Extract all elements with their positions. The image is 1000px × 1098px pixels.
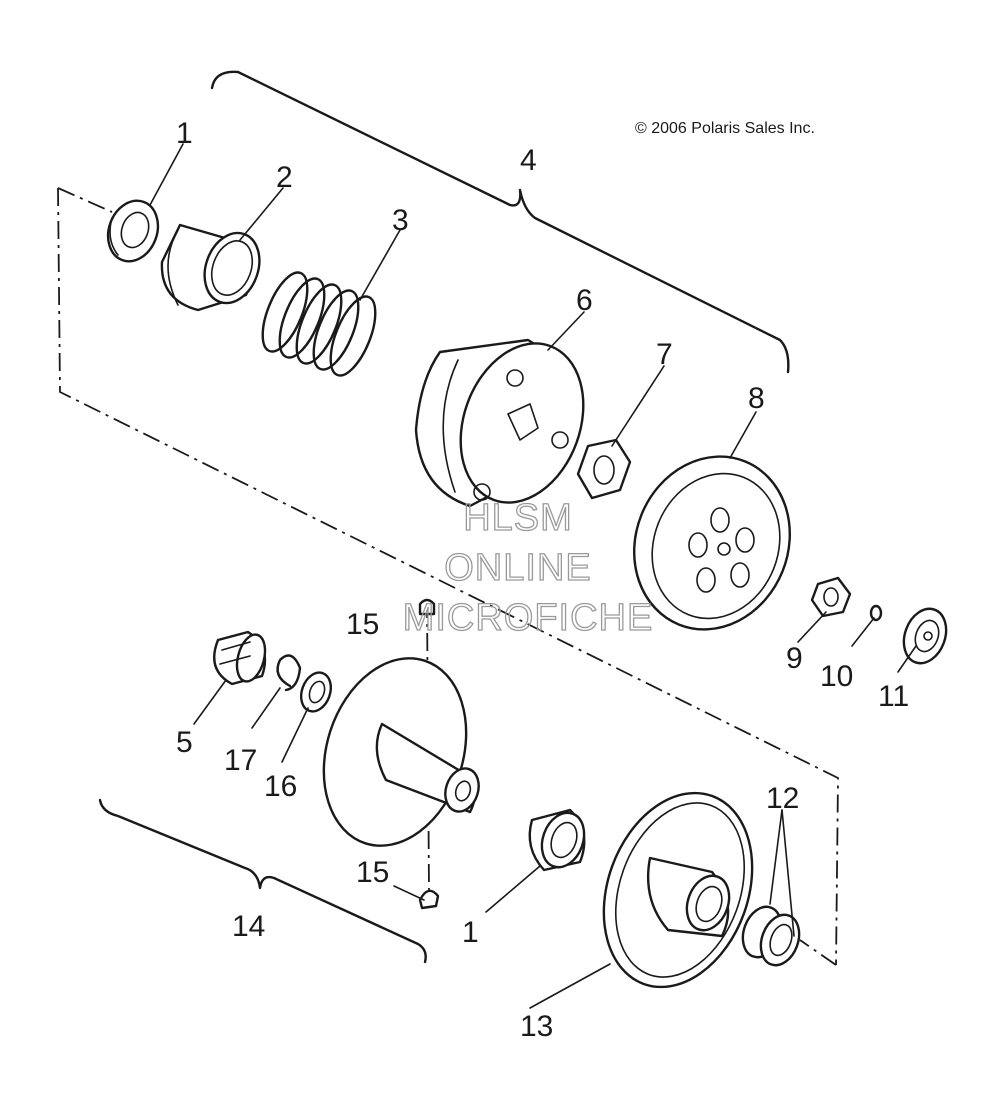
callout-10: 10 [820, 660, 853, 693]
callout-9: 9 [786, 642, 803, 675]
bracket-14 [98, 798, 427, 964]
part-15-pin-lower [418, 889, 440, 910]
part-5-needle-bearing [213, 630, 267, 686]
callout-2: 2 [276, 161, 293, 194]
watermark-line-3: MICROFICHE [403, 597, 654, 639]
callout-16: 16 [264, 770, 297, 803]
part-6-clutch-shoe-assembly [414, 338, 585, 508]
bracket-4 [210, 70, 790, 374]
part-9-nut [810, 576, 852, 618]
part-2-sleeve [160, 223, 261, 312]
part-1-seal-lower [528, 808, 586, 872]
copyright-notice: © 2006 Polaris Sales Inc. [635, 120, 815, 137]
callout-4: 4 [520, 144, 537, 177]
callout-6: 6 [576, 284, 593, 317]
callout-5: 5 [176, 726, 193, 759]
part-10-washer [869, 604, 883, 622]
callout-1-upper: 1 [176, 117, 193, 150]
callout-13: 13 [520, 1010, 553, 1043]
watermark-line-2: ONLINE [444, 547, 591, 589]
callout-14: 14 [232, 910, 265, 943]
part-13-sheave [602, 791, 754, 989]
part-8-clutch-drum [633, 455, 791, 631]
leader-lines [149, 143, 917, 1009]
callout-1-lower: 1 [462, 916, 479, 949]
callout-15-upper: 15 [346, 608, 379, 641]
part-11-bearing [902, 607, 948, 665]
watermark: HLSM ONLINE MICROFICHE [402, 496, 654, 639]
part-14-driven-sheave [322, 657, 480, 847]
callout-3: 3 [392, 204, 409, 237]
callout-labels: 1 2 3 4 6 7 8 9 10 11 15 5 17 16 12 15 1… [176, 117, 909, 1043]
callout-11: 11 [878, 680, 909, 713]
callout-7: 7 [656, 338, 673, 371]
callout-15-lower: 15 [356, 856, 389, 889]
callout-8: 8 [748, 382, 765, 415]
part-7-nut [576, 438, 632, 500]
part-15-pin-upper [418, 598, 436, 616]
callout-17: 17 [224, 744, 257, 777]
part-1-seal-upper [106, 199, 160, 263]
part-17-snap-ring [276, 654, 302, 692]
watermark-line-1: HLSM [463, 497, 573, 539]
part-12-seals [741, 905, 801, 967]
callout-12: 12 [766, 782, 799, 815]
part-16-washer [299, 671, 333, 713]
part-3-spring [261, 271, 377, 377]
